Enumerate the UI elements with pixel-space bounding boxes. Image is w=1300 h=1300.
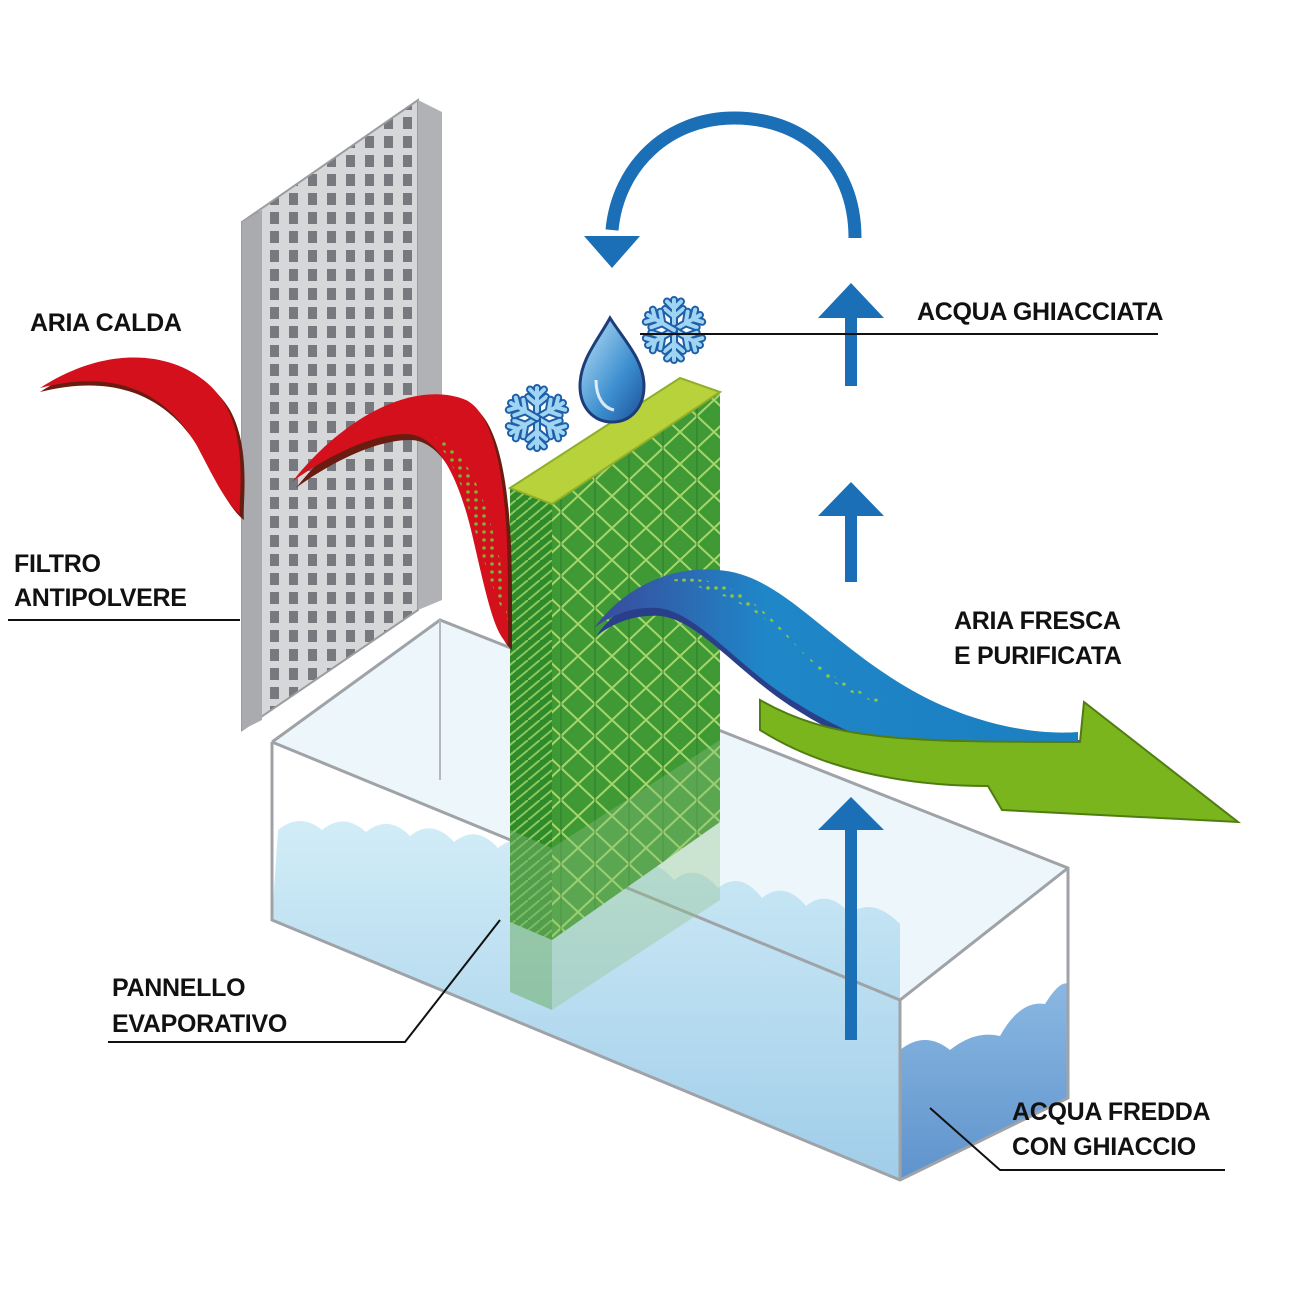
label-acqua-fredda-line1: ACQUA FREDDA — [1012, 1098, 1210, 1126]
cool-air-arrow-head — [759, 698, 1242, 824]
evaporative-panel — [507, 376, 723, 1010]
label-filtro-line1: FILTRO — [14, 550, 101, 578]
up-arrow-1 — [818, 797, 884, 1040]
label-pannello-line1: PANNELLO — [112, 974, 245, 1002]
cool-air-flow — [594, 569, 1242, 824]
recirculation-arrow — [584, 111, 862, 268]
up-arrow-2 — [818, 482, 884, 582]
label-filtro-line2: ANTIPOLVERE — [14, 584, 187, 612]
snowflake-icon — [504, 384, 570, 452]
label-acqua-fredda-line2: CON GHIACCIO — [1012, 1133, 1196, 1161]
water-drop-icon — [578, 315, 646, 424]
label-acqua-ghiacciata: ACQUA GHIACCIATA — [917, 298, 1163, 326]
leader-lines — [8, 333, 1225, 1171]
label-aria-fresca-line2: E PURIFICATA — [954, 642, 1122, 670]
snowflake-icon — [641, 296, 707, 364]
label-pannello-line2: EVAPORATIVO — [112, 1010, 287, 1038]
hot-air-flow — [40, 357, 512, 650]
label-aria-fresca-line1: ARIA FRESCA — [954, 607, 1121, 635]
dust-filter — [241, 98, 442, 732]
vapor-up-arrows — [584, 111, 884, 1040]
labels: ARIA CALDA FILTRO ANTIPOLVERE ACQUA GHIA… — [14, 298, 1211, 1161]
label-aria-calda: ARIA CALDA — [30, 309, 182, 337]
